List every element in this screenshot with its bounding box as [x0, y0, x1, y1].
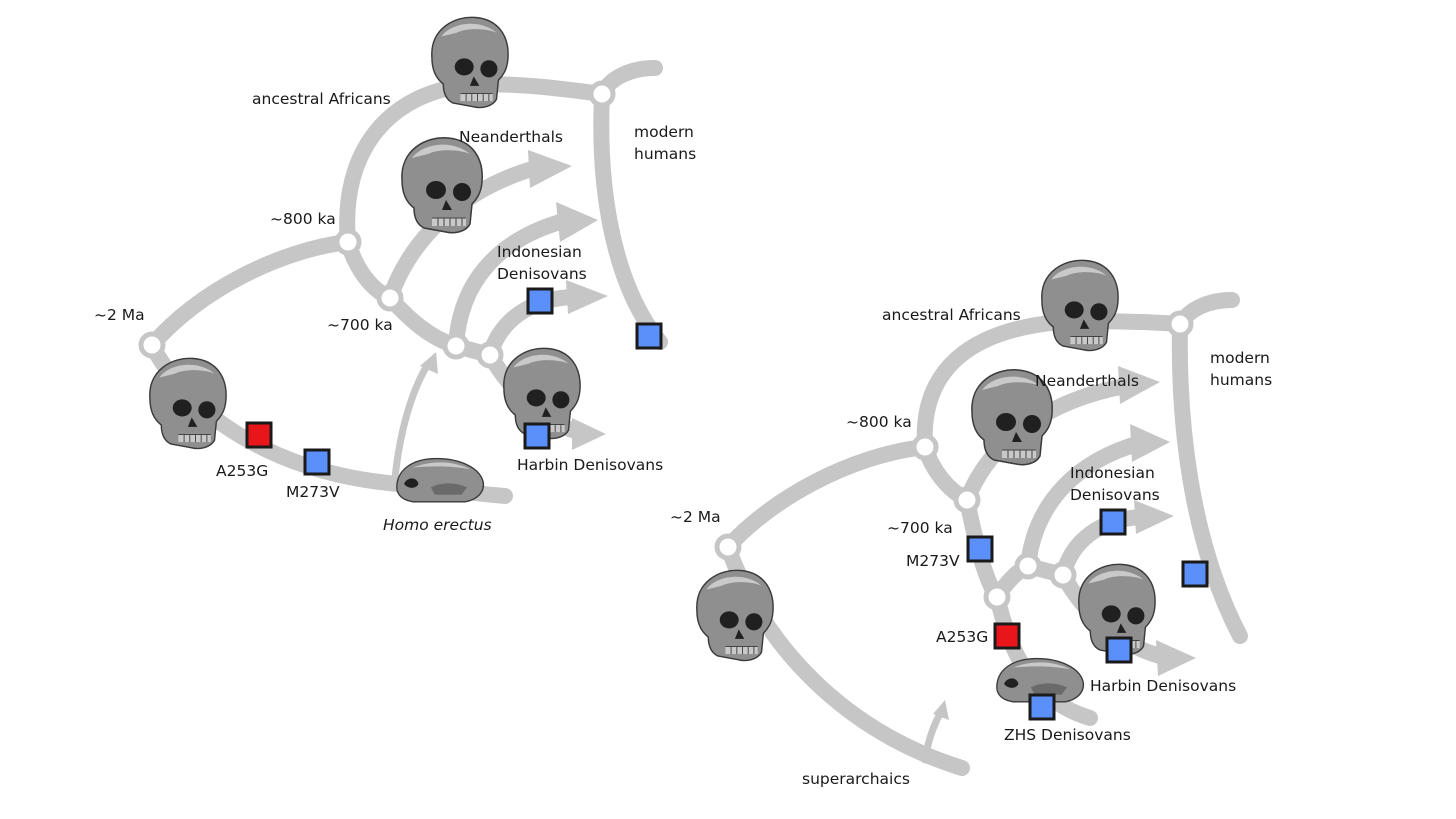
label-modern-humans-line2: humans: [1210, 371, 1272, 389]
marker-m273v: [303, 448, 331, 476]
node-denisovan-split-2: [476, 341, 504, 369]
arrow-gene-flow: [933, 700, 949, 720]
node-denisovan-split: [442, 332, 470, 360]
arrow-indonesian-lower: [1134, 500, 1174, 534]
label-indonesian-line2: Denisovans: [1070, 486, 1160, 504]
label-homo-erectus: Homo erectus: [383, 516, 492, 534]
arrow-neanderthals: [1118, 366, 1160, 404]
branch-modern-humans: [1171, 316, 1248, 644]
label-800ka: ~800 ka: [846, 413, 912, 431]
label-ancestral-africans: ancestral Africans: [252, 90, 391, 108]
node-denisovan-split-2: [1049, 561, 1077, 589]
left-diagram: ancestral Africans Neanderthals modern h…: [94, 16, 696, 534]
label-a253g: A253G: [936, 628, 988, 646]
branch-ancestral: [144, 234, 356, 353]
marker-zhs: [1028, 693, 1056, 721]
label-modern-humans-line2: humans: [634, 145, 696, 163]
label-700ka: ~700 ka: [327, 316, 393, 334]
label-indonesian-line1: Indonesian: [497, 243, 582, 261]
arrow-harbin: [1156, 640, 1196, 676]
arrow-gene-flow: [420, 352, 438, 374]
node-800ka: [334, 228, 362, 256]
arrow-indonesian-upper: [556, 202, 598, 242]
marker-indonesian: [526, 287, 554, 315]
label-2ma: ~2 Ma: [94, 306, 145, 324]
node-700ka: [376, 284, 404, 312]
neanderthal-skull: [401, 137, 483, 234]
label-m273v: M273V: [906, 552, 960, 570]
marker-modern-humans: [1181, 560, 1209, 588]
ancestral-africans-skull: [1041, 259, 1119, 352]
label-superarchaics: superarchaics: [802, 770, 910, 788]
marker-a253g: [993, 622, 1021, 650]
branch-modern-humans: [593, 86, 668, 350]
label-modern-humans-line1: modern: [1210, 349, 1270, 367]
marker-harbin: [523, 422, 551, 450]
node-800ka: [911, 433, 939, 461]
branch-indonesian-upper: [448, 214, 568, 354]
label-indonesian-line1: Indonesian: [1070, 464, 1155, 482]
right-diagram: ancestral Africans Neanderthals modern h…: [670, 259, 1272, 788]
node-2ma: [714, 533, 742, 561]
node-700ka: [953, 486, 981, 514]
label-a253g: A253G: [216, 462, 268, 480]
arrow-neanderthals: [528, 150, 572, 188]
node-2ma: [138, 331, 166, 359]
arrow-indonesian-upper: [1130, 424, 1170, 462]
marker-modern-humans: [635, 322, 663, 350]
marker-indonesian: [1099, 508, 1127, 536]
branch-gene-flow: [391, 360, 432, 482]
arrow-indonesian-lower: [566, 280, 608, 314]
early-hominin-skull: [149, 357, 227, 450]
label-neanderthals: Neanderthals: [459, 128, 563, 146]
label-m273v: M273V: [286, 483, 340, 501]
label-harbin-denisovans: Harbin Denisovans: [517, 456, 663, 474]
marker-m273v: [966, 535, 994, 563]
label-700ka: ~700 ka: [887, 519, 953, 537]
label-2ma: ~2 Ma: [670, 508, 721, 526]
marker-a253g: [245, 421, 273, 449]
homo-erectus-skull: [396, 457, 485, 503]
branch-ancestral: [720, 439, 933, 555]
label-neanderthals: Neanderthals: [1035, 372, 1139, 390]
marker-harbin: [1105, 636, 1133, 664]
label-ancestral-africans: ancestral Africans: [882, 306, 1021, 324]
node-lower-split: [983, 583, 1011, 611]
label-800ka: ~800 ka: [270, 210, 336, 228]
superarchaic-skull: [696, 569, 774, 662]
arrow-harbin: [572, 418, 606, 450]
label-harbin-denisovans: Harbin Denisovans: [1090, 677, 1236, 695]
node-denisovan-split: [1014, 552, 1042, 580]
branch-indonesian-upper: [1020, 435, 1148, 574]
node-modern-split: [1166, 310, 1194, 338]
label-zhs-denisovans: ZHS Denisovans: [1004, 726, 1131, 744]
label-modern-humans-line1: modern: [634, 123, 694, 141]
label-indonesian-line2: Denisovans: [497, 265, 587, 283]
node-modern-split: [588, 80, 616, 108]
branch-to-africans: [916, 313, 1188, 455]
